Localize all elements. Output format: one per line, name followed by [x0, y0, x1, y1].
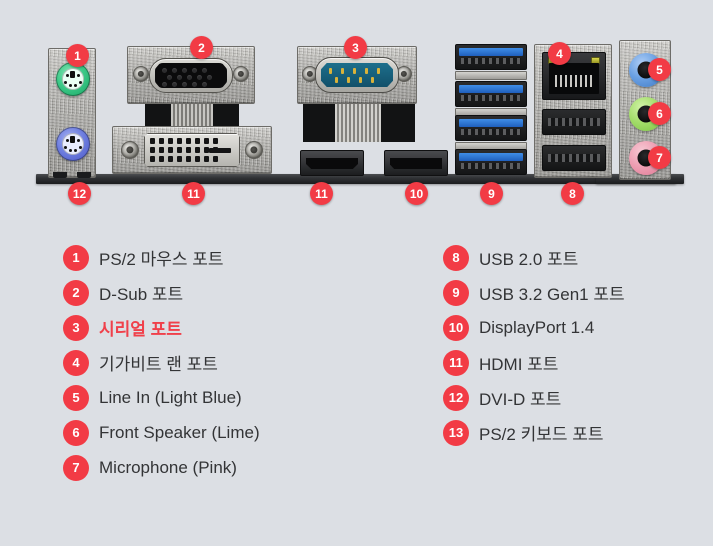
legend-label-2: D-Sub 포트 — [99, 285, 184, 304]
ps2-mouse-port[interactable] — [56, 62, 90, 96]
serial-stem-fins — [335, 104, 381, 142]
callout-12: 12 — [68, 182, 91, 205]
vga-screw-right — [233, 66, 249, 82]
legend-badge-12: 12 — [443, 384, 469, 411]
legend-badge-8: 8 — [443, 244, 469, 271]
d-sub-vga-port[interactable] — [127, 46, 255, 140]
callout-6: 6 — [648, 102, 671, 125]
ps2-mouse-socket — [62, 68, 84, 90]
legend-badge-13: 13 — [443, 419, 469, 446]
serial-stem-right — [381, 102, 415, 142]
displayport-contacts — [394, 161, 438, 164]
legend-badge-4: 4 — [63, 349, 89, 376]
callout-3: 3 — [344, 36, 367, 59]
vga-connector-face — [149, 58, 233, 93]
callout-5: 5 — [648, 58, 671, 81]
io-shield-base-bar — [36, 174, 676, 184]
legend-label-13: PS/2 키보드 포트 — [479, 425, 604, 444]
legend-label-10: DisplayPort 1.4 — [479, 317, 595, 337]
legend-badge-7: 7 — [63, 454, 89, 481]
dvi-screw-right — [245, 141, 263, 159]
lan-contacts — [555, 75, 593, 87]
legend-item-1[interactable]: 1 PS/2 마우스 포트 — [63, 240, 260, 275]
dvi-screw-left — [121, 141, 139, 159]
legend-label-7: Microphone (Pink) — [99, 457, 237, 477]
usb3-separator-1 — [455, 71, 527, 80]
callout-11-hdmi: 11 — [310, 182, 333, 205]
callout-8: 8 — [561, 182, 584, 205]
legend-label-12: DVI-D 포트 — [479, 390, 562, 409]
legend-label-8: USB 2.0 포트 — [479, 250, 579, 269]
legend-label-4: 기가비트 랜 포트 — [99, 355, 218, 374]
hdmi-contacts — [310, 161, 354, 164]
vga-cavity — [155, 63, 227, 88]
legend-item-7[interactable]: 7 Microphone (Pink) — [63, 450, 260, 485]
serial-stem-left — [303, 102, 337, 142]
ps2-keyboard-socket — [62, 133, 84, 155]
lan-usb-bracket — [534, 44, 612, 178]
legend-column-right: 8 USB 2.0 포트 9 USB 3.2 Gen1 포트 10 Displa… — [443, 240, 625, 450]
legend-label-5: Line In (Light Blue) — [99, 387, 242, 407]
legend-column-left: 1 PS/2 마우스 포트 2 D-Sub 포트 3 시리얼 포트 4 기가비트… — [63, 240, 260, 485]
legend-label-3: 시리얼 포트 — [99, 320, 182, 339]
usb2-port-1[interactable] — [542, 109, 606, 135]
legend-label-9: USB 3.2 Gen1 포트 — [479, 285, 625, 304]
legend-label-6: Front Speaker (Lime) — [99, 422, 260, 442]
legend-item-9[interactable]: 9 USB 3.2 Gen1 포트 — [443, 275, 625, 310]
usb3-port-3[interactable] — [455, 115, 527, 141]
callout-9: 9 — [480, 182, 503, 205]
serial-connector-face — [315, 57, 399, 93]
usb3-port-1[interactable] — [455, 44, 527, 70]
serial-cavity — [321, 63, 393, 87]
legend-badge-2: 2 — [63, 279, 89, 306]
legend-item-13[interactable]: 13 PS/2 키보드 포트 — [443, 415, 625, 450]
callout-10: 10 — [405, 182, 428, 205]
vga-screw-left — [133, 66, 149, 82]
dvi-blade-slot — [209, 148, 231, 153]
serial-port[interactable] — [297, 46, 417, 142]
ps2-keyboard-port[interactable] — [56, 127, 90, 161]
legend-item-4[interactable]: 4 기가비트 랜 포트 — [63, 345, 260, 380]
legend-item-10[interactable]: 10 DisplayPort 1.4 — [443, 310, 625, 345]
legend-badge-1: 1 — [63, 244, 89, 271]
callout-4: 4 — [548, 42, 571, 65]
legend-item-8[interactable]: 8 USB 2.0 포트 — [443, 240, 625, 275]
callout-2: 2 — [190, 36, 213, 59]
ps2-bracket — [48, 48, 96, 178]
port-legend: 1 PS/2 마우스 포트 2 D-Sub 포트 3 시리얼 포트 4 기가비트… — [0, 240, 713, 546]
legend-item-5[interactable]: 5 Line In (Light Blue) — [63, 380, 260, 415]
dvi-d-port[interactable] — [112, 126, 272, 176]
callout-11-dvi: 11 — [182, 182, 205, 205]
usb-3-2-gen1-ports[interactable] — [455, 44, 527, 178]
usb3-port-4[interactable] — [455, 149, 527, 175]
usb3-port-2[interactable] — [455, 81, 527, 107]
legend-badge-6: 6 — [63, 419, 89, 446]
legend-item-12[interactable]: 12 DVI-D 포트 — [443, 380, 625, 415]
legend-label-1: PS/2 마우스 포트 — [99, 250, 224, 269]
callout-1: 1 — [66, 44, 89, 67]
legend-badge-9: 9 — [443, 279, 469, 306]
legend-label-11: HDMI 포트 — [479, 355, 559, 374]
motherboard-rear-io-panel: 1 2 3 4 5 6 7 8 9 10 11 11 12 — [0, 0, 713, 218]
legend-item-2[interactable]: 2 D-Sub 포트 — [63, 275, 260, 310]
legend-badge-11: 11 — [443, 349, 469, 376]
hdmi-port[interactable] — [300, 150, 364, 176]
displayport-port[interactable] — [384, 150, 448, 176]
callout-7: 7 — [648, 146, 671, 169]
dvi-connector-face — [144, 133, 240, 167]
legend-item-11[interactable]: 11 HDMI 포트 — [443, 345, 625, 380]
legend-item-3[interactable]: 3 시리얼 포트 — [63, 310, 260, 345]
gigabit-lan-port[interactable] — [542, 52, 606, 100]
usb2-port-2[interactable] — [542, 145, 606, 171]
legend-item-6[interactable]: 6 Front Speaker (Lime) — [63, 415, 260, 450]
legend-badge-3: 3 — [63, 314, 89, 341]
legend-badge-5: 5 — [63, 384, 89, 411]
legend-badge-10: 10 — [443, 314, 469, 341]
